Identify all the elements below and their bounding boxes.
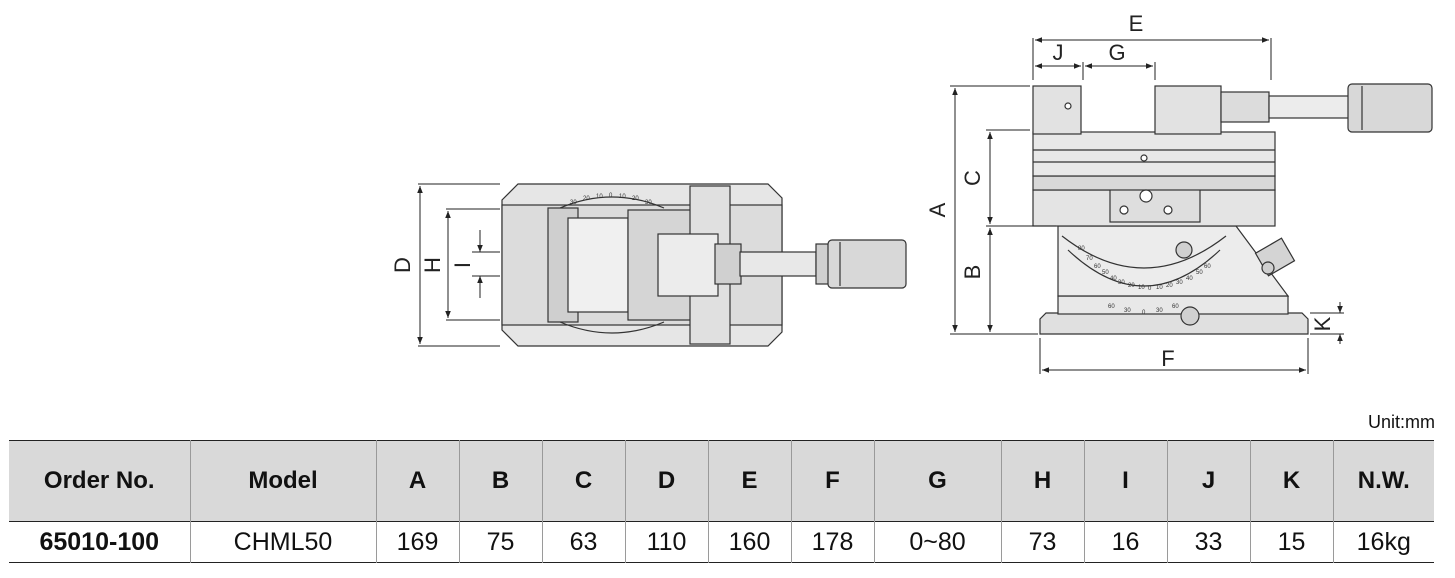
svg-text:70: 70 <box>1086 256 1093 262</box>
svg-text:30: 30 <box>1118 280 1125 286</box>
dim-label-k: K <box>1310 316 1335 331</box>
cell-j: 33 <box>1166 521 1250 563</box>
top-dimension-lines <box>417 183 500 347</box>
side-dimension-lines <box>950 37 1344 374</box>
svg-text:10: 10 <box>1138 285 1145 291</box>
svg-text:10: 10 <box>596 194 603 200</box>
header-h: H <box>1000 440 1084 522</box>
svg-text:40: 40 <box>1186 276 1193 282</box>
svg-text:20: 20 <box>632 196 639 202</box>
dim-label-h: H <box>420 257 445 273</box>
svg-text:0: 0 <box>609 193 613 199</box>
unit-label: Unit:mm <box>1368 412 1435 432</box>
table-header-row: Order No. Model A B C D E F G H I J K N.… <box>9 440 1434 522</box>
svg-text:0: 0 <box>1148 286 1152 292</box>
cell-nw: 16kg <box>1332 521 1434 563</box>
header-e: E <box>707 440 791 522</box>
header-nw: N.W. <box>1332 440 1434 522</box>
header-a: A <box>375 440 459 522</box>
svg-text:30: 30 <box>645 200 652 206</box>
spec-table: Order No. Model A B C D E F G H I J K N.… <box>9 440 1434 563</box>
svg-text:60: 60 <box>1172 304 1179 310</box>
header-c: C <box>541 440 625 522</box>
top-scale-labels: 30 20 10 0 10 20 30 <box>570 193 652 206</box>
svg-text:40: 40 <box>1110 276 1117 282</box>
svg-text:20: 20 <box>1128 283 1135 289</box>
header-g: G <box>873 440 1001 522</box>
svg-text:60: 60 <box>1094 264 1101 270</box>
svg-text:80: 80 <box>1078 246 1085 252</box>
cell-model: CHML50 <box>189 521 376 563</box>
header-k: K <box>1249 440 1333 522</box>
cell-h: 73 <box>1000 521 1084 563</box>
svg-text:0: 0 <box>1142 310 1146 316</box>
cell-f: 178 <box>790 521 874 563</box>
svg-text:20: 20 <box>1166 283 1173 289</box>
svg-text:30: 30 <box>1176 280 1183 286</box>
header-d: D <box>624 440 708 522</box>
svg-text:60: 60 <box>1108 304 1115 310</box>
dim-label-d: D <box>390 257 415 273</box>
svg-text:50: 50 <box>1102 270 1109 276</box>
header-b: B <box>458 440 542 522</box>
cell-order-no: 65010-100 <box>39 527 160 556</box>
svg-text:30: 30 <box>1156 308 1163 314</box>
cell-i: 16 <box>1083 521 1167 563</box>
svg-text:10: 10 <box>619 194 626 200</box>
svg-text:30: 30 <box>570 200 577 206</box>
cell-b: 75 <box>458 521 542 563</box>
dim-label-j: J <box>1053 40 1064 65</box>
cell-c: 63 <box>541 521 625 563</box>
side-view <box>1032 83 1433 335</box>
svg-text:10: 10 <box>1156 285 1163 291</box>
cell-a: 169 <box>375 521 459 563</box>
svg-text:20: 20 <box>583 196 590 202</box>
cell-d: 110 <box>624 521 708 563</box>
dim-label-b: B <box>960 265 985 280</box>
dim-label-e: E <box>1129 11 1144 36</box>
header-model: Model <box>189 440 376 522</box>
top-view <box>501 183 907 347</box>
header-order-no: Order No. <box>9 440 190 522</box>
header-f: F <box>790 440 874 522</box>
cell-k: 15 <box>1249 521 1333 563</box>
dim-label-g: G <box>1108 40 1125 65</box>
dim-label-c: C <box>960 170 985 186</box>
dim-label-a: A <box>925 202 950 217</box>
header-j: J <box>1166 440 1250 522</box>
svg-text:50: 50 <box>1196 270 1203 276</box>
header-i: I <box>1083 440 1167 522</box>
svg-text:30: 30 <box>1124 308 1131 314</box>
cell-e: 160 <box>707 521 791 563</box>
dim-label-f: F <box>1161 346 1174 371</box>
svg-text:60: 60 <box>1204 264 1211 270</box>
table-row: 65010-100 CHML50 169 75 63 110 160 178 0… <box>9 521 1434 563</box>
cell-g: 0~80 <box>873 521 1001 563</box>
dim-label-i: I <box>450 262 475 268</box>
